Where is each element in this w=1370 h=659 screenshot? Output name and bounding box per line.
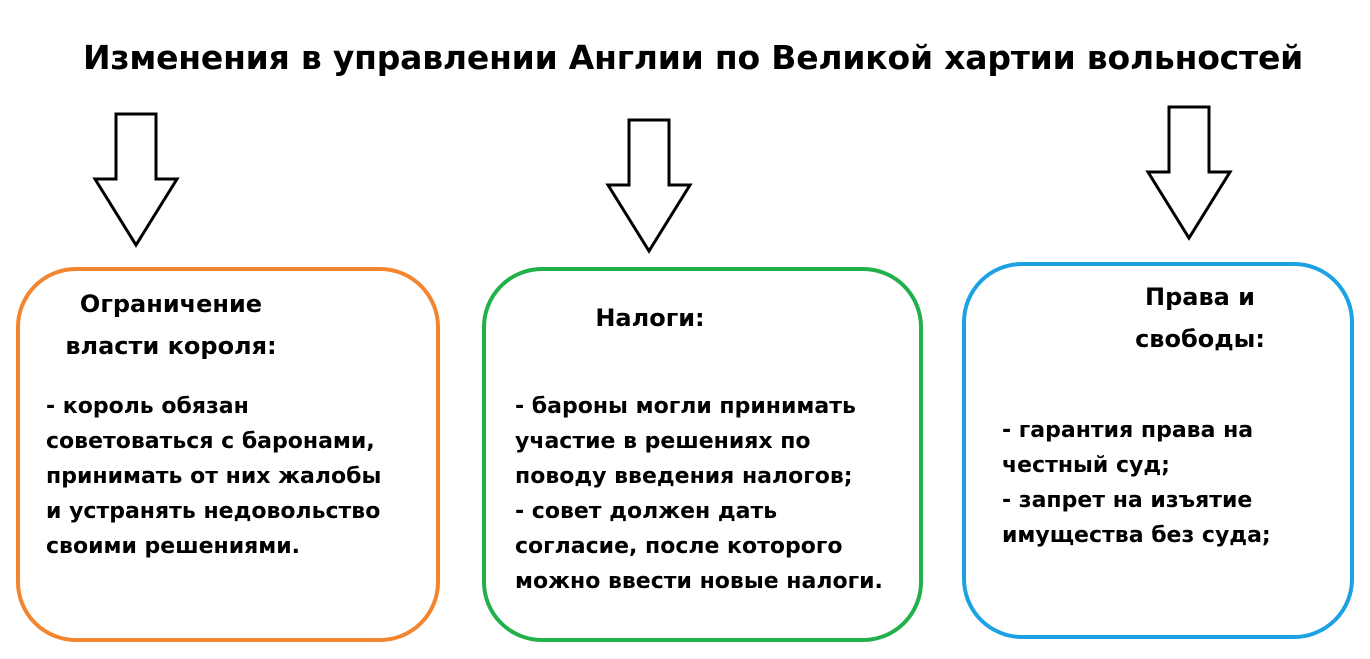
list-item: имущества без суда; xyxy=(1002,523,1271,548)
down-arrow-icon xyxy=(605,118,693,254)
list-item: можно ввести новые налоги. xyxy=(515,569,883,594)
taxes-list: - бароны могли принимать участие в решен… xyxy=(515,389,883,599)
list-item: согласие, после которого xyxy=(515,534,843,559)
list-item: честный суд; xyxy=(1002,453,1170,478)
rights-list: - гарантия права на честный суд; - запре… xyxy=(1002,413,1271,553)
down-arrow-icon xyxy=(92,112,180,248)
rights-box xyxy=(962,262,1354,639)
list-item: поводу введения налогов; xyxy=(515,464,853,489)
heading-line: Ограничение xyxy=(79,290,263,318)
heading-line: Налоги: xyxy=(595,304,705,332)
taxes-heading: Налоги: xyxy=(570,297,730,339)
down-arrow-icon xyxy=(1145,105,1233,241)
heading-line: Права и xyxy=(1144,283,1255,311)
list-item: и устранять недовольство xyxy=(46,499,381,524)
heading-line: власти короля: xyxy=(65,332,277,360)
list-item: своими решениями. xyxy=(46,534,300,559)
rights-heading: Права и свободы: xyxy=(1120,276,1280,360)
taxes-box xyxy=(482,267,923,642)
list-item: участие в решениях по xyxy=(515,429,811,454)
king-power-box xyxy=(16,267,440,642)
king-power-list: - король обязан советоваться с баронами,… xyxy=(46,389,381,564)
king-power-heading: Ограничение власти короля: xyxy=(40,283,302,367)
heading-line: свободы: xyxy=(1135,325,1265,353)
list-item: - запрет на изъятие xyxy=(1002,488,1253,513)
list-item: - бароны могли принимать xyxy=(515,394,856,419)
list-item: советоваться с баронами, xyxy=(46,429,375,454)
list-item: - совет должен дать xyxy=(515,499,778,524)
list-item: - гарантия права на xyxy=(1002,418,1254,443)
list-item: - король обязан xyxy=(46,394,249,419)
list-item: принимать от них жалобы xyxy=(46,464,382,489)
diagram-title: Изменения в управлении Англии по Великой… xyxy=(82,38,1304,77)
